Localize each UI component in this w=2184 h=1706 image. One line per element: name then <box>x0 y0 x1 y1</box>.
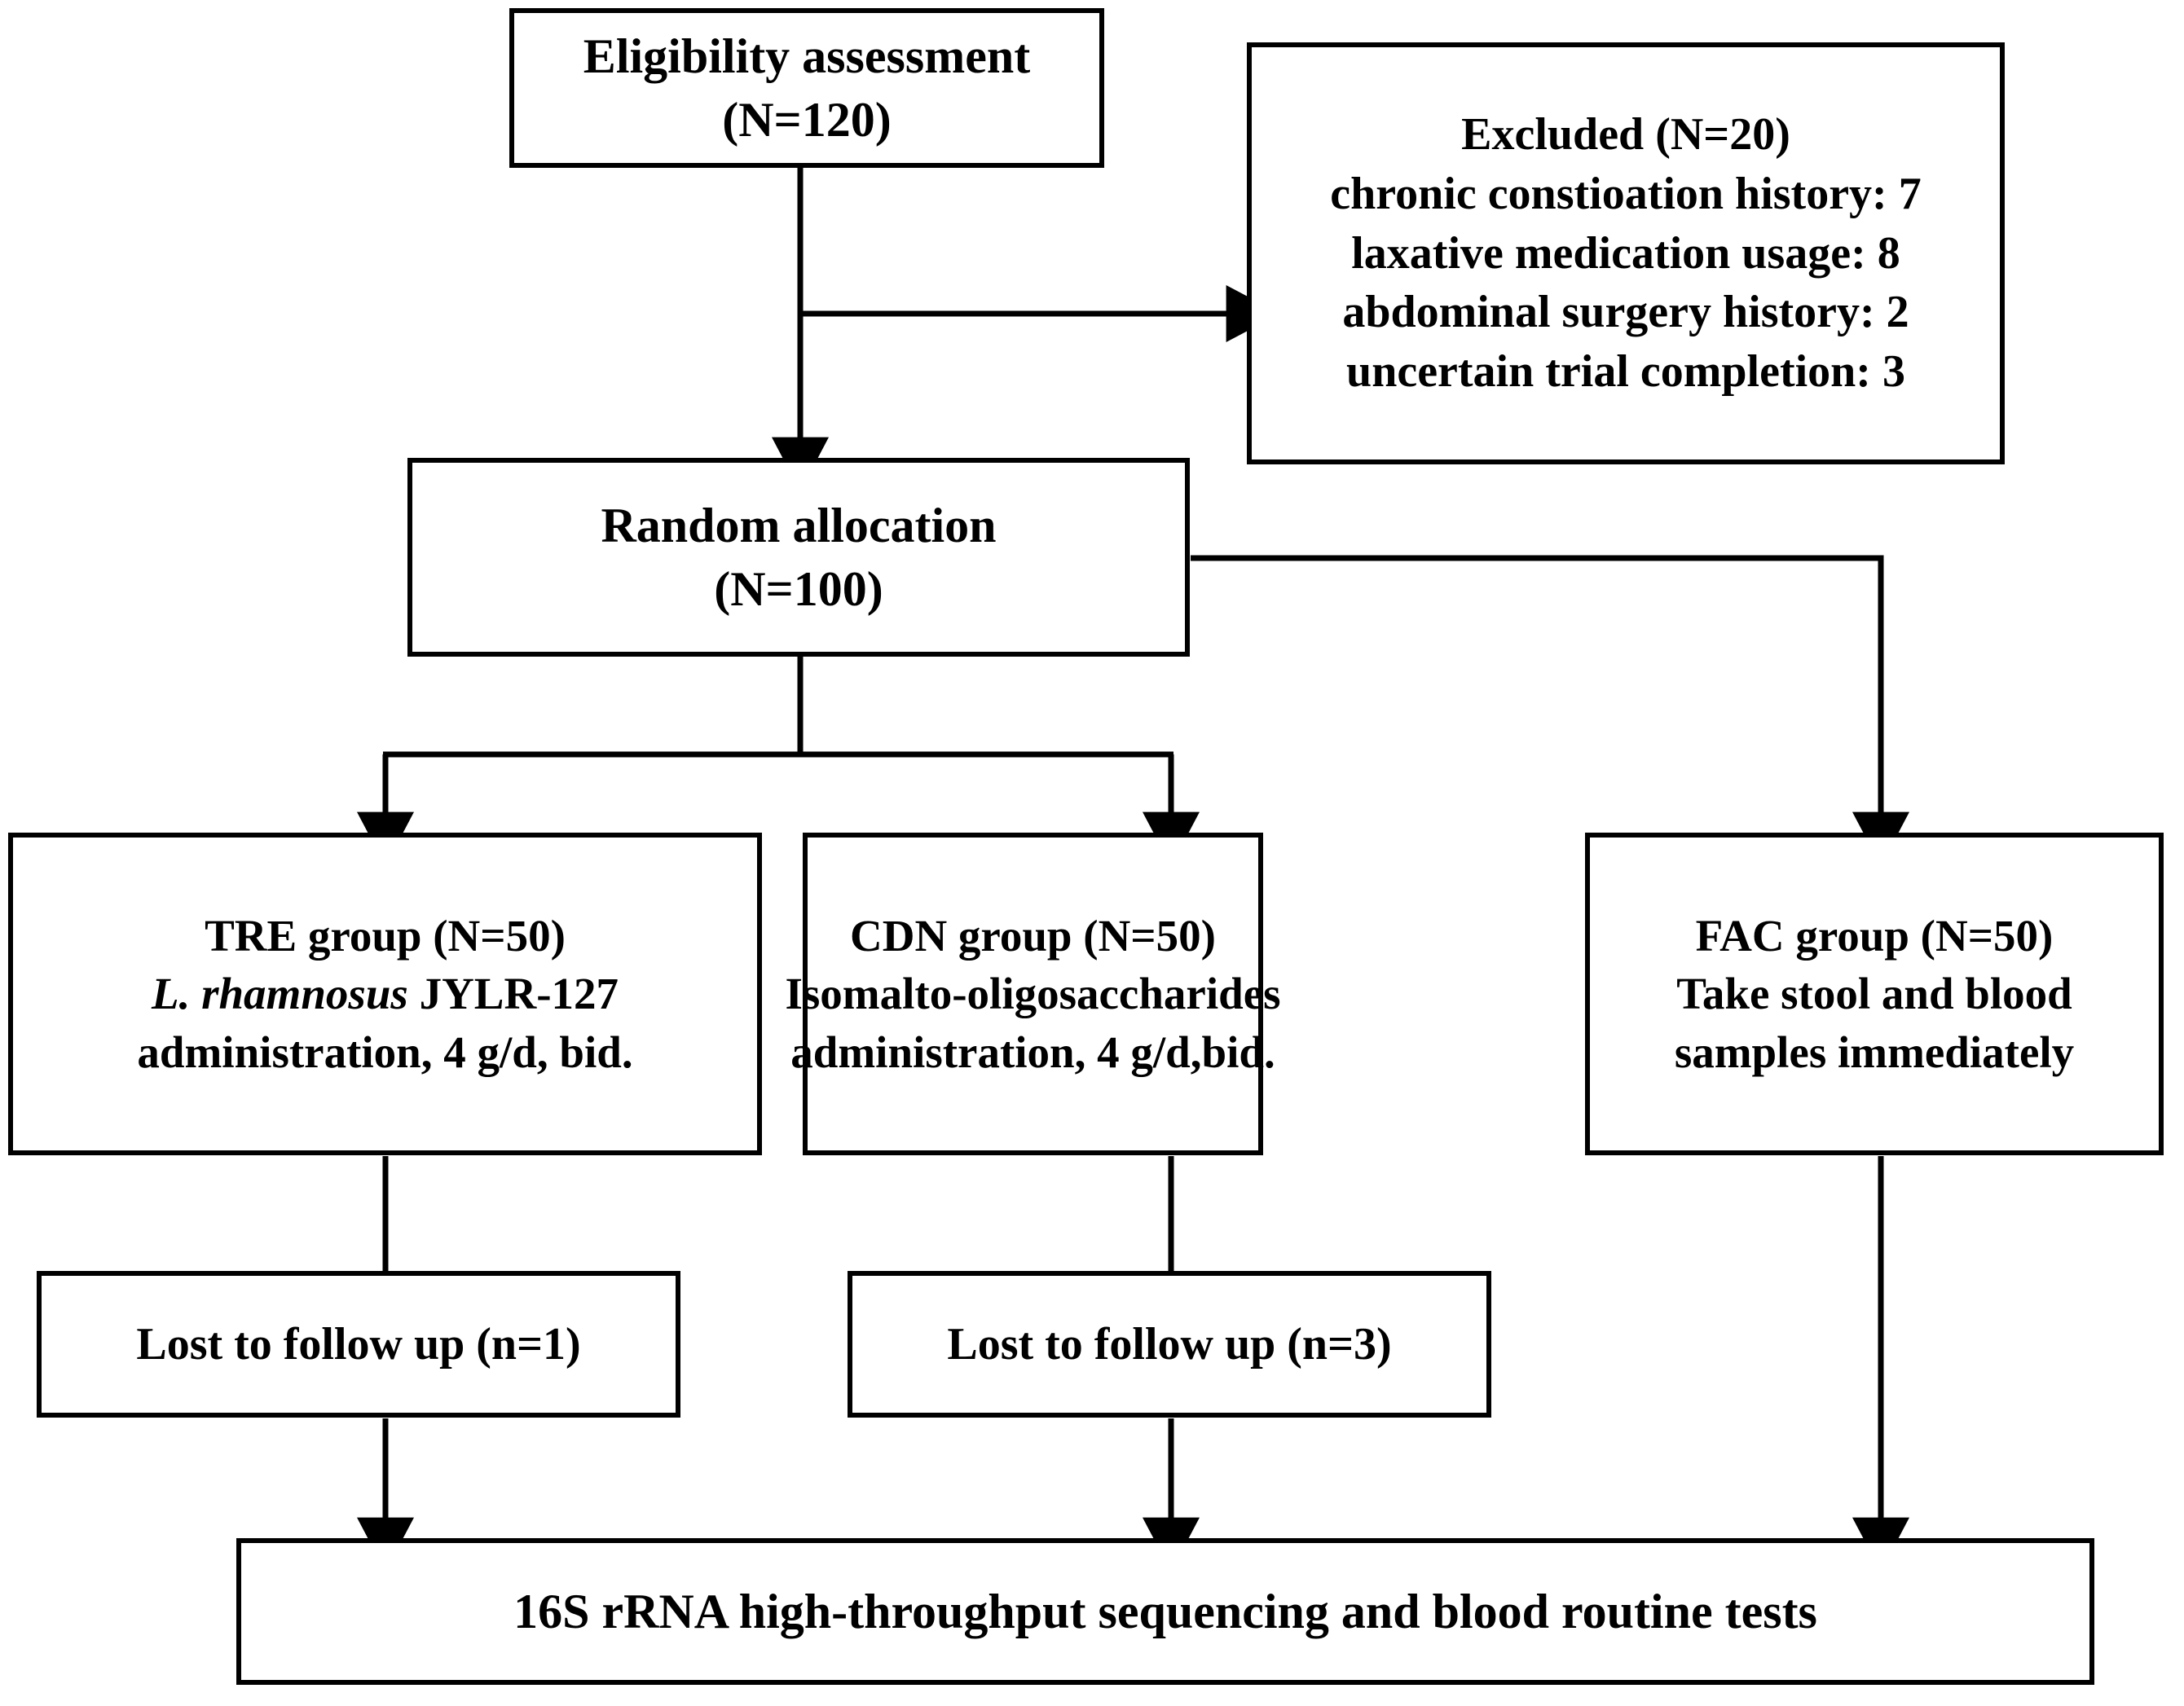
node-lost-to-follow-up-tre: Lost to follow up (n=1) <box>37 1271 680 1418</box>
tre-group-dose: administration, 4 g/d, bid. <box>137 1027 633 1077</box>
random-allocation-title: Random allocation <box>601 499 997 552</box>
tre-species-italic: L. rhamnosus <box>151 969 408 1019</box>
outcome-label: 16S rRNA high-throughput sequencing and … <box>513 1585 1817 1638</box>
node-lost-to-follow-up-cdn: Lost to follow up (n=3) <box>848 1271 1491 1418</box>
excluded-reason-2: laxative medication usage: 8 <box>1351 227 1900 279</box>
fac-group-action-2: samples immediately <box>1674 1027 2075 1077</box>
tre-group-title: TRE group (N=50) <box>205 910 566 961</box>
fac-group-title: FAC group (N=50) <box>1695 910 2054 961</box>
node-tre-group: TRE group (N=50) L. rhamnosus JYLR-127 a… <box>8 833 762 1155</box>
node-cdn-group: CDN group (N=50) Isomalto-oligosaccharid… <box>786 833 1281 1155</box>
tre-strain-code: JYLR-127 <box>407 969 619 1019</box>
eligibility-count: (N=120) <box>722 93 892 147</box>
node-random-allocation: Random allocation (N=100) <box>407 458 1190 657</box>
node-excluded: Excluded (N=20) chronic constioation his… <box>1247 42 2005 464</box>
lost-tre-label: Lost to follow up (n=1) <box>136 1318 581 1370</box>
cdn-group-agent: Isomalto-oligosaccharides <box>785 969 1281 1019</box>
lost-cdn-label: Lost to follow up (n=3) <box>947 1318 1392 1370</box>
excluded-reason-3: abdominal surgery history: 2 <box>1342 287 1909 338</box>
excluded-reason-1: chronic constioation history: 7 <box>1330 168 1922 219</box>
node-eligibility-assessment: Eligibility assessment (N=120) <box>509 8 1104 168</box>
excluded-title: Excluded (N=20) <box>1461 109 1790 160</box>
node-outcome-analysis: 16S rRNA high-throughput sequencing and … <box>236 1538 2094 1685</box>
excluded-reason-4: uncertain trial completion: 3 <box>1346 346 1905 398</box>
cdn-group-dose: administration, 4 g/d,bid. <box>790 1027 1275 1077</box>
cdn-group-title: CDN group (N=50) <box>850 910 1216 961</box>
tre-group-strain: L. rhamnosus JYLR-127 <box>152 965 619 1023</box>
eligibility-title: Eligibility assessment <box>583 29 1031 83</box>
random-allocation-count: (N=100) <box>714 562 883 616</box>
fac-group-action-1: Take stool and blood <box>1676 969 2072 1019</box>
node-fac-group: FAC group (N=50) Take stool and blood sa… <box>1585 833 2164 1155</box>
edge-random-to-fac <box>1191 555 1909 867</box>
